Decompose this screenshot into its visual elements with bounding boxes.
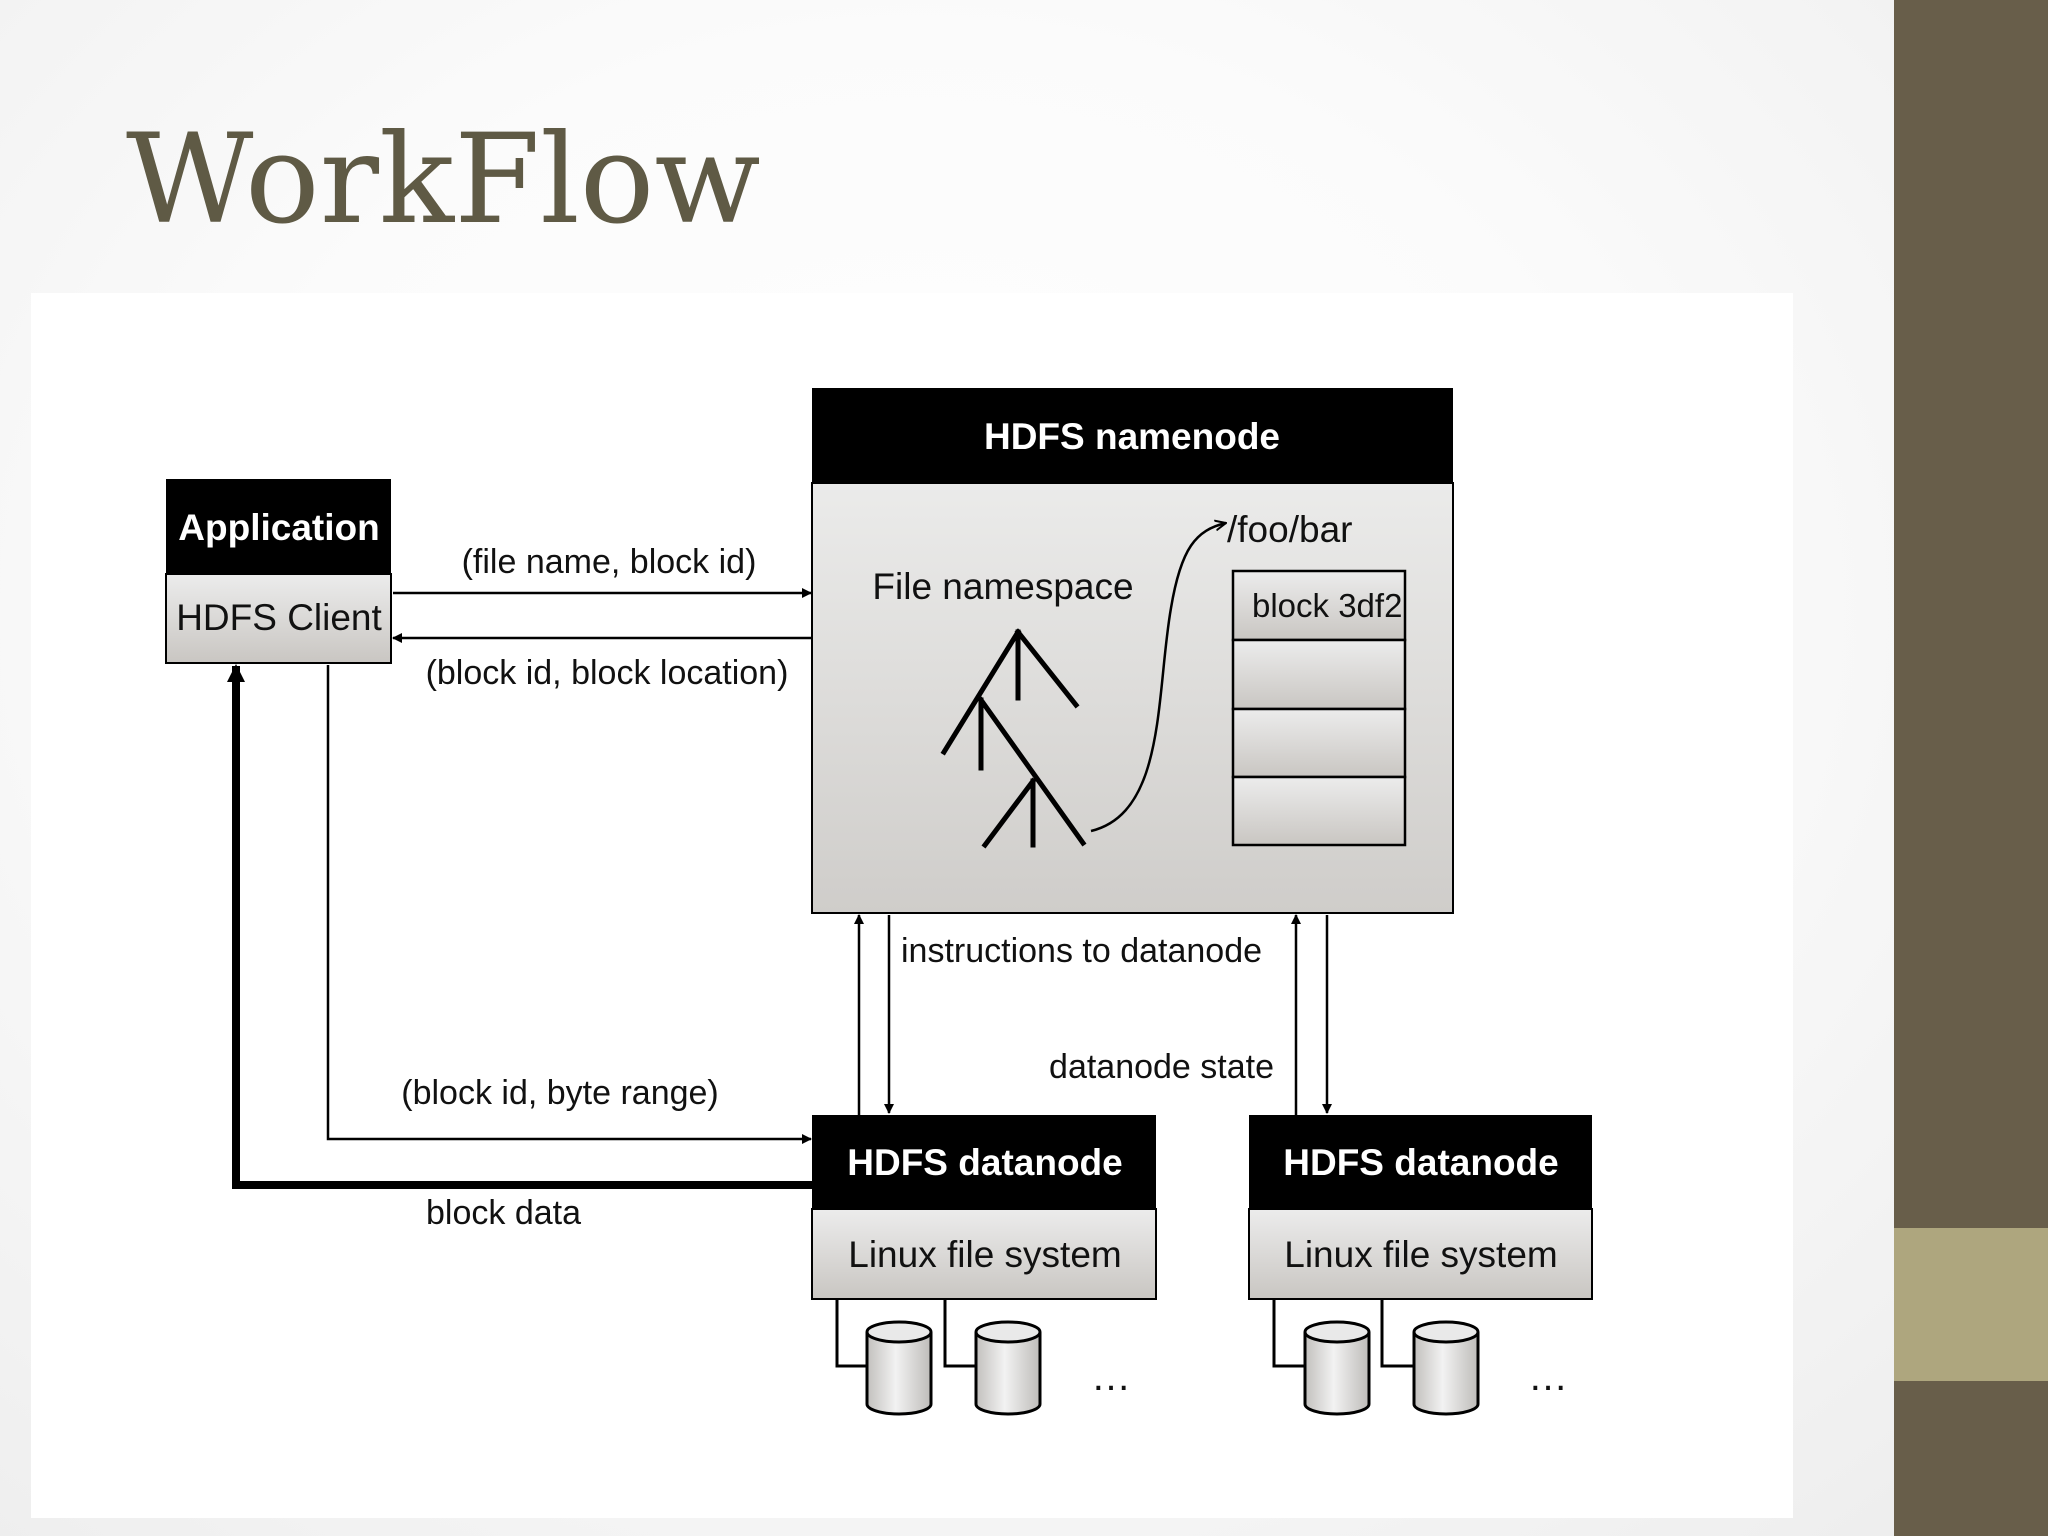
path-pointer-arrow [1090,523,1226,833]
datanode-2-body [1248,1208,1593,1300]
file-namespace-label: File namespace [872,566,1133,607]
datanode-2-label: HDFS datanode [1283,1142,1558,1183]
side-accent [1894,1228,2048,1381]
namespace-tree-icon [940,628,1087,849]
datanode-2-header [1249,1115,1592,1209]
slide-title: WorkFlow [126,108,761,252]
datanode-state-label: datanode state [1049,1048,1274,1086]
namenode-label: HDFS namenode [984,416,1280,457]
block-data-label: block data [426,1194,581,1232]
datanode-1-ellipsis: … [1091,1355,1131,1399]
datanode-box-1: HDFS datanode Linux file system … [811,1115,1157,1416]
namenode-box: HDFS namenode File namespace /foo/bar [811,388,1454,914]
datanode-1-disk-connector-1 [835,1299,867,1368]
application-header [166,479,391,574]
block-list: block 3df2 [1231,569,1407,847]
application-box: Application HDFS Client [165,479,392,664]
datanode-2-disk-connector-2 [1380,1299,1414,1368]
block-row-1 [1231,569,1407,642]
path-label: /foo/bar [1227,509,1352,550]
block-row-2 [1231,638,1407,711]
datanode-1-disks: … [835,1299,1131,1416]
block-data-arrow [227,664,812,1189]
response-label: (block id, block location) [426,654,789,692]
datanode-2-ellipsis: … [1528,1355,1568,1399]
instructions-label: instructions to datanode [901,932,1262,970]
block-row-3 [1231,707,1407,779]
application-label: Application [178,507,379,548]
request-label: (file name, block id) [462,543,757,581]
disk-icon [865,1320,933,1416]
namenode-header [812,388,1453,483]
namenode-datanode-arrows: instructions to datanode datanode state [854,914,1332,1115]
disk-icon [974,1320,1042,1416]
datanode-box-2: HDFS datanode Linux file system … [1248,1115,1593,1416]
disk-icon [1412,1320,1480,1416]
datanode-2-disks: … [1272,1299,1568,1416]
datanode-1-disk-connector-2 [943,1299,976,1368]
datanode-2-fs-label: Linux file system [1284,1234,1558,1275]
read-request-arrow [326,665,812,1144]
disk-icon [1303,1320,1371,1416]
block-row-4 [1231,775,1407,847]
datanode-2-disk-connector-1 [1272,1299,1305,1368]
block-id-label: block 3df2 [1252,587,1402,624]
datanode-1-body [811,1208,1157,1300]
hdfs-diagram: Application HDFS Client HDFS namenode Fi… [165,388,1593,1416]
hdfs-client-label: HDFS Client [176,597,382,638]
datanode-1-header [812,1115,1156,1209]
client-namenode-arrows: (file name, block id) (block id, block l… [392,543,812,692]
hdfs-client-body [165,573,392,664]
datanode-1-label: HDFS datanode [847,1142,1122,1183]
datanode-1-fs-label: Linux file system [848,1234,1122,1275]
read-request-label: (block id, byte range) [401,1074,719,1112]
figure-panel: Application HDFS Client HDFS namenode Fi… [31,293,1793,1518]
